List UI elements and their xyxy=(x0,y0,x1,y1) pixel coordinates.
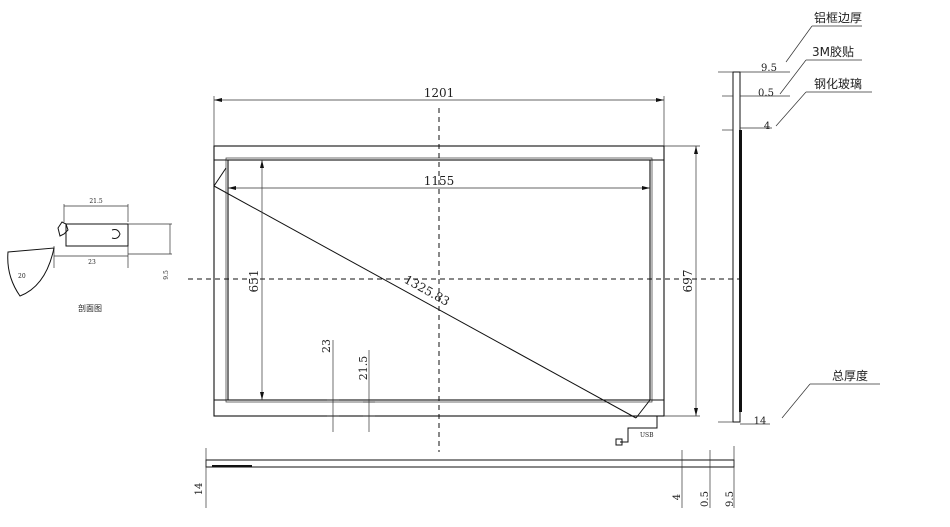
side-view: 9.5 0.5 4 14 铝框边厚 3M胶贴 钢化玻璃 总厚度 xyxy=(718,10,880,427)
side-frame-dim: 9.5 xyxy=(761,63,777,74)
side-glass xyxy=(739,130,742,412)
usb-plug xyxy=(615,438,623,446)
section-detail: 21.5 9.5 23 20 剖面图 xyxy=(7,198,172,313)
section-top-width-dim: 21.5 xyxy=(89,198,103,205)
section-radius-arc xyxy=(7,247,55,297)
section-profile xyxy=(65,223,129,247)
side-glass-dim: 4 xyxy=(764,121,770,132)
bottom-glass-dim: 4 xyxy=(672,494,683,500)
bottom-tape-dim: 0.5 xyxy=(700,491,711,507)
side-profile xyxy=(732,71,741,423)
side-depth-dim: 14 xyxy=(754,416,767,427)
callout-total-thickness: 总厚度 xyxy=(832,368,868,383)
side-tape-dim: 0.5 xyxy=(758,88,774,99)
outer-height-dim: 697 xyxy=(681,270,695,293)
diagonal-line xyxy=(213,185,637,419)
frame-border-dim: 23 xyxy=(320,339,333,353)
callout-tape: 3M胶贴 xyxy=(812,44,854,59)
section-notch xyxy=(111,229,121,239)
usb-label: USB xyxy=(640,432,654,439)
outer-width-dim: 1201 xyxy=(424,86,455,100)
front-view: 1325.83 1201 1155 651 697 23 xyxy=(188,86,742,452)
section-lip xyxy=(57,221,69,237)
callout-frame-thickness: 铝框边厚 xyxy=(814,10,862,25)
callout-glass: 钢化玻璃 xyxy=(814,77,862,91)
section-radius-dim: 20 xyxy=(18,273,26,280)
section-bottom-width-dim: 23 xyxy=(88,259,96,266)
bottom-total-dim: 9.5 xyxy=(725,491,736,507)
bottom-view: 14 4 0.5 9.5 xyxy=(194,446,736,508)
bottom-profile xyxy=(205,459,735,468)
glass-inset-dim: 21.5 xyxy=(357,356,370,381)
bottom-depth-dim: 14 xyxy=(194,483,205,496)
section-height-dim: 9.5 xyxy=(163,270,170,280)
usb-cable xyxy=(620,416,658,443)
bottom-glass xyxy=(212,465,252,467)
section-caption: 剖面图 xyxy=(78,303,102,313)
inner-width-dim: 1155 xyxy=(424,174,455,188)
inner-height-dim: 651 xyxy=(247,270,261,293)
